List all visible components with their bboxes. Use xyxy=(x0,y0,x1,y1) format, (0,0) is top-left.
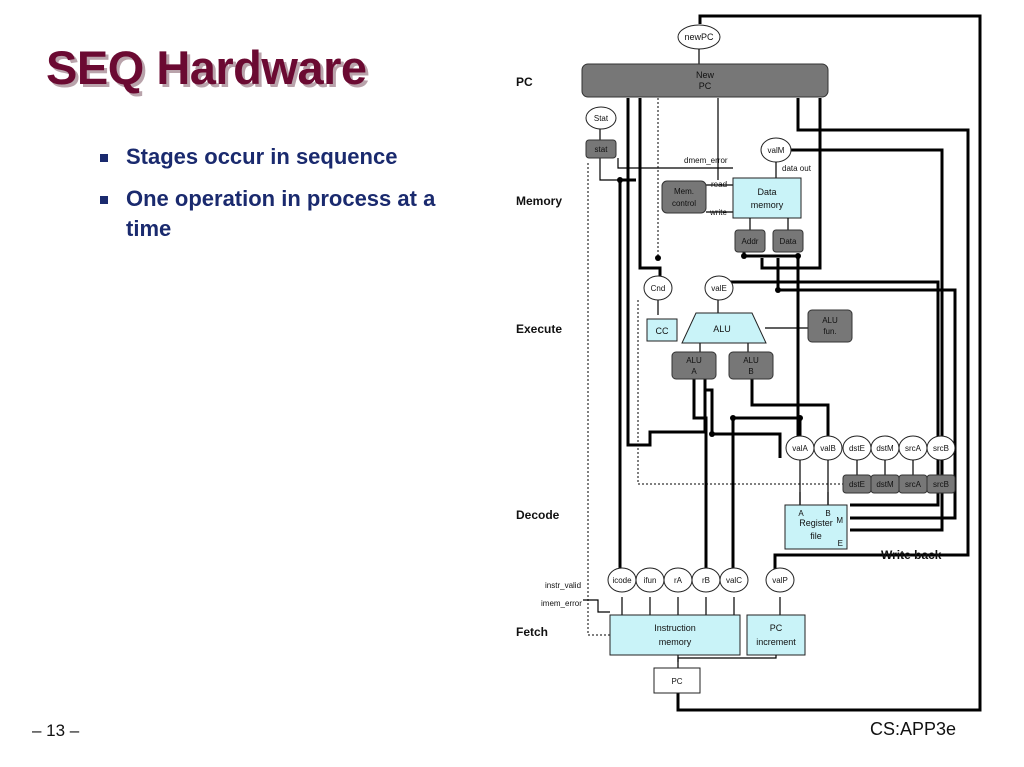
reg-output-label: srcA xyxy=(905,444,922,453)
fetch-output-label: rA xyxy=(674,576,683,585)
register-file-label-2: file xyxy=(810,531,822,541)
register-input-boxes: dstE dstM srcA srcB xyxy=(842,460,956,494)
write-label: write xyxy=(709,208,727,217)
stat-box-label: stat xyxy=(595,145,609,154)
fetch-output-label: icode xyxy=(612,576,632,585)
valm-signal-label: valM xyxy=(768,146,785,155)
slide-number: – 13 – xyxy=(32,721,80,740)
stat-signal-label: Stat xyxy=(594,114,609,123)
fetch-output-label: rB xyxy=(702,576,710,585)
bullet-text: Stages occur in sequence xyxy=(126,144,398,169)
register-file-label-1: Register xyxy=(799,518,833,528)
instruction-memory-label-2: memory xyxy=(659,637,692,647)
new-pc-block xyxy=(581,63,829,98)
instr-valid-label: instr_valid xyxy=(545,581,581,590)
pc-increment-label-2: increment xyxy=(756,637,796,647)
register-output-signals: valA valB dstE dstM srcA srcB xyxy=(785,435,956,461)
alu-b-label-2: B xyxy=(748,367,753,376)
pc-increment-label-1: PC xyxy=(770,623,783,633)
register-file-block xyxy=(784,504,848,550)
vale-label: valE xyxy=(711,284,727,293)
bullet-square-icon xyxy=(100,154,108,162)
bullet-list: Stages occur in sequence One operation i… xyxy=(98,142,468,256)
fetch-output-signals: icode ifun rA rB valC valP xyxy=(607,567,795,593)
reg-output-label: dstE xyxy=(849,444,865,453)
mem-control-block xyxy=(661,180,707,214)
dmem-error-label: dmem_error xyxy=(684,156,728,165)
data-box xyxy=(772,229,804,253)
stage-label-fetch: Fetch xyxy=(516,625,548,639)
srcb-box xyxy=(926,474,956,494)
instruction-memory-block xyxy=(609,614,741,656)
port-e-label: E xyxy=(838,539,843,548)
slide-title: SEQ Hardware xyxy=(46,41,367,94)
mem-control-label-2: control xyxy=(672,199,696,208)
write-back-label: Write back xyxy=(881,548,942,562)
stat-signal xyxy=(585,106,617,130)
reg-output-label: srcB xyxy=(933,444,949,453)
data-memory-label-1: Data xyxy=(757,187,776,197)
pc-register-box xyxy=(653,667,701,694)
bullet-text: One operation in process at a time xyxy=(126,186,436,241)
fetch-output-label: valC xyxy=(726,576,742,585)
new-pc-label-2: PC xyxy=(699,81,712,91)
valc-signal xyxy=(719,567,749,593)
cnd-label: Cnd xyxy=(651,284,666,293)
alu-block xyxy=(681,312,767,344)
instruction-memory-label-1: Instruction xyxy=(654,623,696,633)
data-out-label: data out xyxy=(782,164,812,173)
footer-label: CS:APP3e xyxy=(870,719,957,739)
reg-output-label: valB xyxy=(820,444,836,453)
data-label: Data xyxy=(780,237,797,246)
cc-label: CC xyxy=(656,326,669,336)
port-m-label: M xyxy=(836,516,843,525)
addr-label: Addr xyxy=(742,237,759,246)
alu-b-block xyxy=(728,351,774,380)
valp-signal xyxy=(765,567,795,593)
reg-input-label: srcA xyxy=(905,480,922,489)
read-label: read xyxy=(711,180,727,189)
alu-b-label-1: ALU xyxy=(743,356,759,365)
cc-block xyxy=(646,318,678,342)
newpc-signal-label: newPC xyxy=(684,32,714,42)
addr-box xyxy=(734,229,766,253)
stat-box xyxy=(585,139,617,159)
stage-label-memory: Memory xyxy=(516,194,562,208)
alu-fun-label-1: ALU xyxy=(822,316,838,325)
alu-label: ALU xyxy=(713,324,731,334)
stage-label-decode: Decode xyxy=(516,508,560,522)
stage-label-execute: Execute xyxy=(516,322,562,336)
data-memory-block xyxy=(732,177,802,219)
bullet-item: Stages occur in sequence xyxy=(98,142,468,172)
junction-dots xyxy=(617,177,803,437)
alu-a-label-1: ALU xyxy=(686,356,702,365)
port-b-label: B xyxy=(825,509,830,518)
port-a-label: A xyxy=(798,509,804,518)
reg-output-label: dstM xyxy=(876,444,894,453)
pc-register-label: PC xyxy=(671,677,682,686)
stage-label-pc: PC xyxy=(516,75,533,89)
alu-a-label-2: A xyxy=(691,367,697,376)
alu-a-block xyxy=(671,351,717,380)
reg-input-label: dstE xyxy=(849,480,865,489)
mem-control-label-1: Mem. xyxy=(674,187,694,196)
new-pc-label-1: New xyxy=(696,70,715,80)
alu-fun-block xyxy=(807,309,853,343)
fetch-output-label: valP xyxy=(772,576,788,585)
pc-increment-block xyxy=(746,614,806,656)
vale-signal xyxy=(704,275,734,301)
reg-input-label: dstM xyxy=(876,480,894,489)
bullet-item: One operation in process at a time xyxy=(98,184,468,244)
stage-labels: PC Memory Execute Decode Fetch xyxy=(516,75,562,639)
data-memory-label-2: memory xyxy=(751,200,784,210)
alu-fun-label-2: fun. xyxy=(823,327,836,336)
cnd-signal xyxy=(643,275,673,301)
reg-output-label: valA xyxy=(792,444,808,453)
imem-error-label: imem_error xyxy=(541,599,582,608)
bullet-square-icon xyxy=(100,196,108,204)
reg-input-label: srcB xyxy=(933,480,949,489)
fetch-output-label: ifun xyxy=(644,576,657,585)
